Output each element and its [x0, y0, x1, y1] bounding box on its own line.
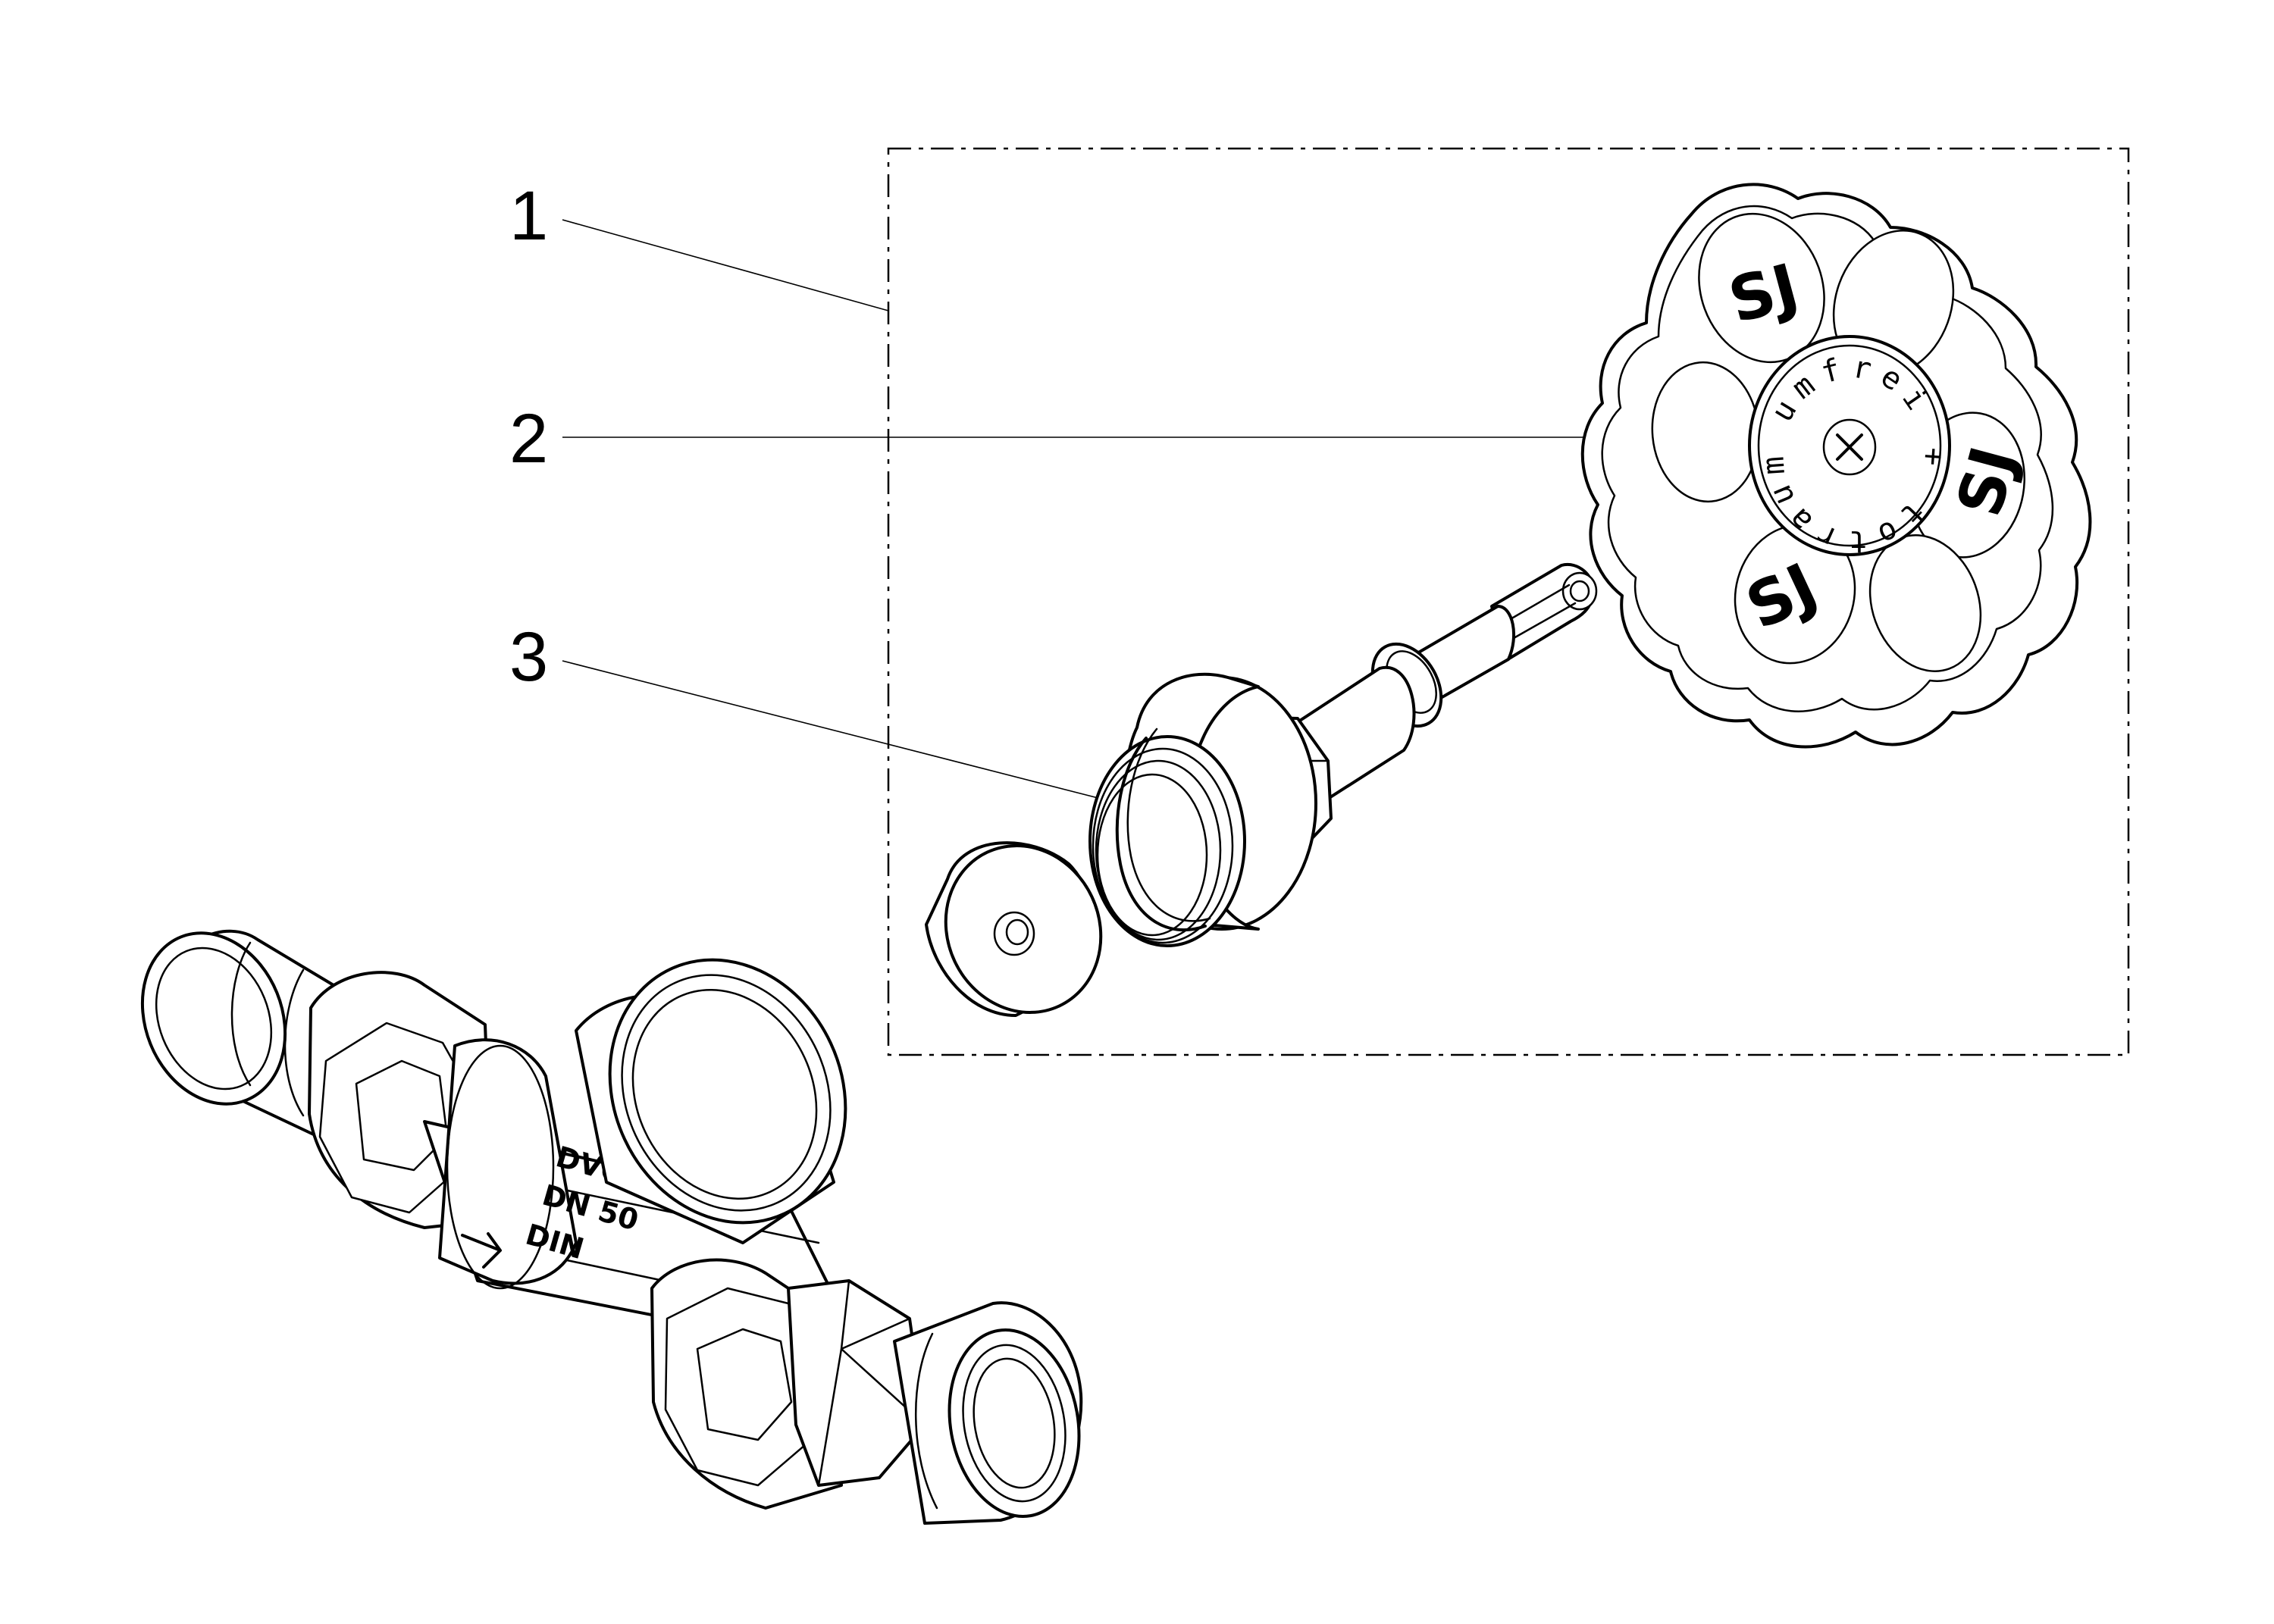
spindle-end-face [1561, 571, 1598, 611]
valve-body-left-flange [438, 1038, 578, 1285]
bonnet-port-rim-inner [621, 974, 832, 1212]
callout-3-label: 3 [509, 618, 548, 696]
spindle-edge [1507, 602, 1577, 643]
callout-2: 2 [509, 400, 1589, 477]
bonnet-thread-edge [1126, 728, 1211, 922]
cross-screw-icon [1836, 433, 1863, 461]
assembly-boundary-box [887, 147, 2130, 1056]
handwheel: SJ SJ SJ umfrei + totraum [1580, 183, 2092, 749]
bonnet-port-rim [608, 958, 847, 1225]
bonnet-port-opening [631, 989, 818, 1200]
left-pipe-end-inner [155, 947, 273, 1090]
handwheel-hub-cap-inner [1757, 344, 1942, 547]
right-pipe-end-bore [973, 1357, 1056, 1489]
spindle-bore [1569, 580, 1590, 602]
bonnet-thread-ring [1096, 773, 1208, 937]
right-pipe-bead [915, 1332, 938, 1510]
bonnet-thread-ring [1095, 759, 1222, 941]
callout-1-label: 1 [509, 177, 548, 255]
right-pipe-end-inner [962, 1344, 1067, 1503]
flow-direction-arrow-icon [461, 1232, 502, 1269]
valve-stem-assembly [1088, 562, 1598, 947]
bonnet-thread-edge [1115, 737, 1207, 932]
left-pipe-end-face [140, 931, 287, 1106]
valve-disc-center-hole-inner [1005, 918, 1029, 946]
left-pipe-bead [230, 941, 305, 1117]
callout-3: 3 [509, 618, 1120, 804]
valve-disc [925, 841, 1103, 1017]
valve-body: DVGW DN 50 DIN [140, 929, 1083, 1525]
valve-body-left-flange-ring [446, 1044, 555, 1290]
leader-line-1 [562, 219, 889, 311]
right-union-nut-grip-inner [696, 1328, 793, 1441]
spindle-edge [1502, 584, 1571, 624]
callout-1: 1 [509, 177, 889, 311]
callout-2-label: 2 [509, 400, 548, 477]
leader-line-3 [562, 660, 1120, 804]
bonnet-thread-ring [1092, 747, 1234, 944]
right-hex-section [787, 1279, 926, 1487]
